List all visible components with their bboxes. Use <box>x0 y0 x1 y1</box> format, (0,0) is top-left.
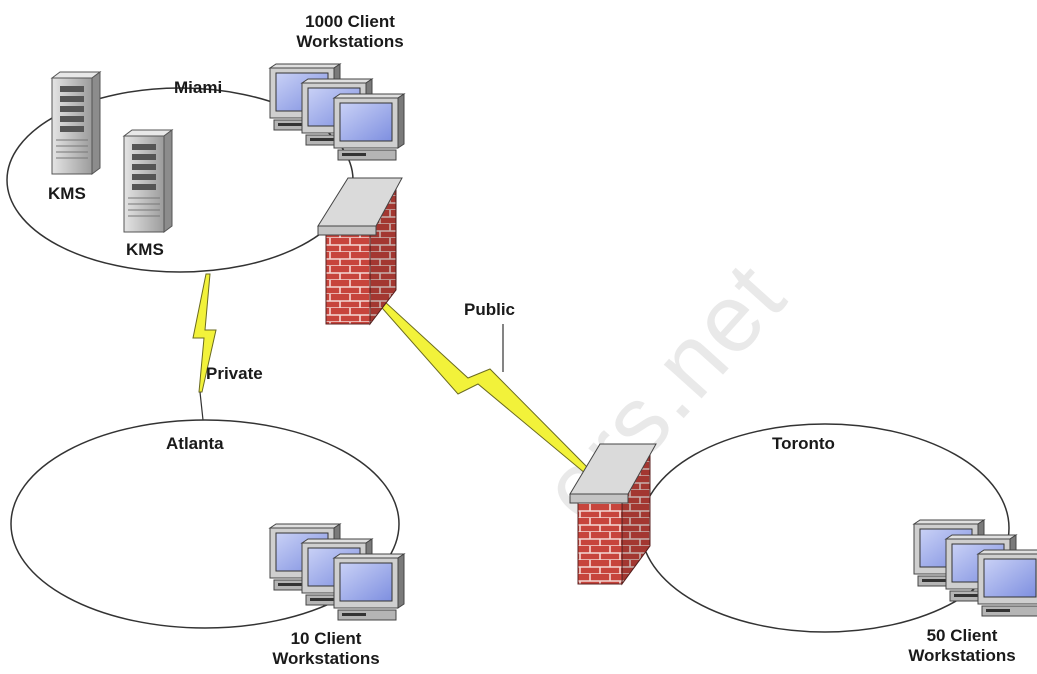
atlanta-clients-count: 10 Client <box>290 629 362 648</box>
toronto-clients-count: 50 Client <box>926 626 998 645</box>
toronto-workstations-icon <box>914 520 1037 616</box>
miami-clients-type: Workstations <box>296 32 404 51</box>
kms-server-label: KMS <box>126 240 164 259</box>
miami-firewall <box>317 177 403 326</box>
kms-server-label: KMS <box>48 184 86 203</box>
atlanta-workstations-icon <box>270 524 404 620</box>
private-link-label: Private <box>206 364 263 383</box>
toronto-clients-type: Workstations <box>908 646 1016 665</box>
toronto-firewall <box>569 443 657 586</box>
atlanta-site-ellipse <box>10 419 400 629</box>
toronto-site-label: Toronto <box>772 434 835 453</box>
miami-clients-count: 1000 Client <box>305 12 395 31</box>
miami-workstations-icon <box>270 64 404 160</box>
atlanta-clients-type: Workstations <box>272 649 380 668</box>
miami-clients-label: 1000 Client Workstations <box>270 12 430 52</box>
kms-server-icon <box>123 129 173 233</box>
atlanta-site-label: Atlanta <box>166 434 224 453</box>
atlanta-clients-label: 10 Client Workstations <box>244 629 408 669</box>
private-link <box>192 273 217 421</box>
kms-server-icon <box>51 71 101 175</box>
miami-site-label: Miami <box>174 78 223 97</box>
toronto-clients-label: 50 Client Workstations <box>888 626 1036 666</box>
public-link-label: Public <box>464 300 516 319</box>
